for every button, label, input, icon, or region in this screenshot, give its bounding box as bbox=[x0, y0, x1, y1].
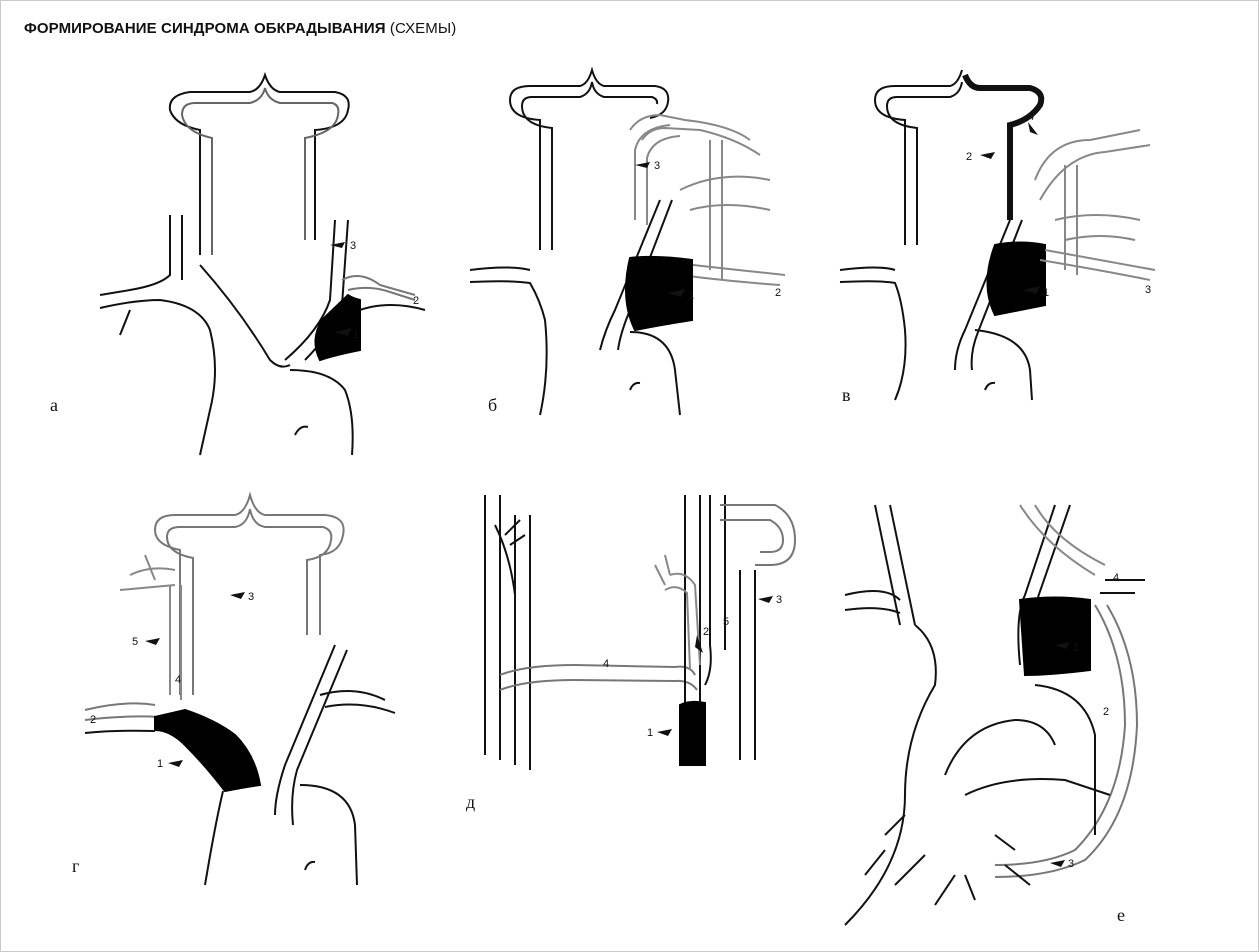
panel-b-diagram: 3 1 2 bbox=[470, 70, 810, 430]
panel-b-num-1: 1 bbox=[688, 290, 694, 302]
panel-b-num-2: 2 bbox=[775, 287, 781, 299]
panel-v-num-2: 2 bbox=[966, 151, 972, 163]
panel-v-num-1: 1 bbox=[1043, 287, 1049, 299]
panel-g-diagram: 3 5 4 2 1 bbox=[85, 495, 425, 895]
panel-v-diagram: 4 2 1 3 bbox=[840, 70, 1170, 430]
panel-a-num-1: 1 bbox=[353, 329, 359, 341]
panel-g-label: г bbox=[72, 856, 79, 877]
panel-d-num-3: 3 bbox=[776, 594, 782, 606]
panel-a-label: а bbox=[50, 395, 58, 416]
panel-a-diagram: 2 3 1 bbox=[90, 70, 430, 470]
panel-d-diagram: 2 4 5 3 1 bbox=[465, 495, 805, 775]
panel-d-num-1: 1 bbox=[647, 727, 653, 739]
panel-d-label: д bbox=[466, 792, 475, 813]
panel-g-num-4: 4 bbox=[175, 674, 181, 686]
figure-title: ФОРМИРОВАНИЕ СИНДРОМА ОБКРАДЫВАНИЯ (СХЕМ… bbox=[24, 20, 456, 37]
title-sub: (СХЕМЫ) bbox=[390, 20, 456, 37]
panel-b-num-3: 3 bbox=[654, 160, 660, 172]
panel-e-num-4: 4 bbox=[1113, 572, 1119, 584]
panel-g-num-1: 1 bbox=[157, 758, 163, 770]
title-main: ФОРМИРОВАНИЕ СИНДРОМА ОБКРАДЫВАНИЯ bbox=[24, 20, 386, 37]
panel-b-label: б bbox=[488, 395, 497, 416]
panel-e-label: е bbox=[1117, 905, 1125, 926]
panel-g-num-5: 5 bbox=[132, 636, 138, 648]
panel-a-num-3: 3 bbox=[350, 240, 356, 252]
panel-e-num-1: 1 bbox=[1073, 642, 1079, 654]
panel-e-num-2: 2 bbox=[1103, 706, 1109, 718]
panel-e-diagram: 1 4 2 3 bbox=[845, 505, 1165, 925]
panel-v-label: в bbox=[842, 385, 851, 406]
panel-v-num-4: 4 bbox=[1028, 111, 1034, 123]
panel-d-num-2: 2 bbox=[703, 626, 709, 638]
panel-d-num-5: 5 bbox=[723, 616, 729, 628]
panel-g-num-3: 3 bbox=[248, 591, 254, 603]
panel-d-num-4: 4 bbox=[603, 658, 609, 670]
panel-v-num-3: 3 bbox=[1145, 284, 1151, 296]
panel-a-num-2: 2 bbox=[413, 295, 419, 307]
panel-e-num-3: 3 bbox=[1068, 858, 1074, 870]
panel-g-num-2: 2 bbox=[90, 714, 96, 726]
